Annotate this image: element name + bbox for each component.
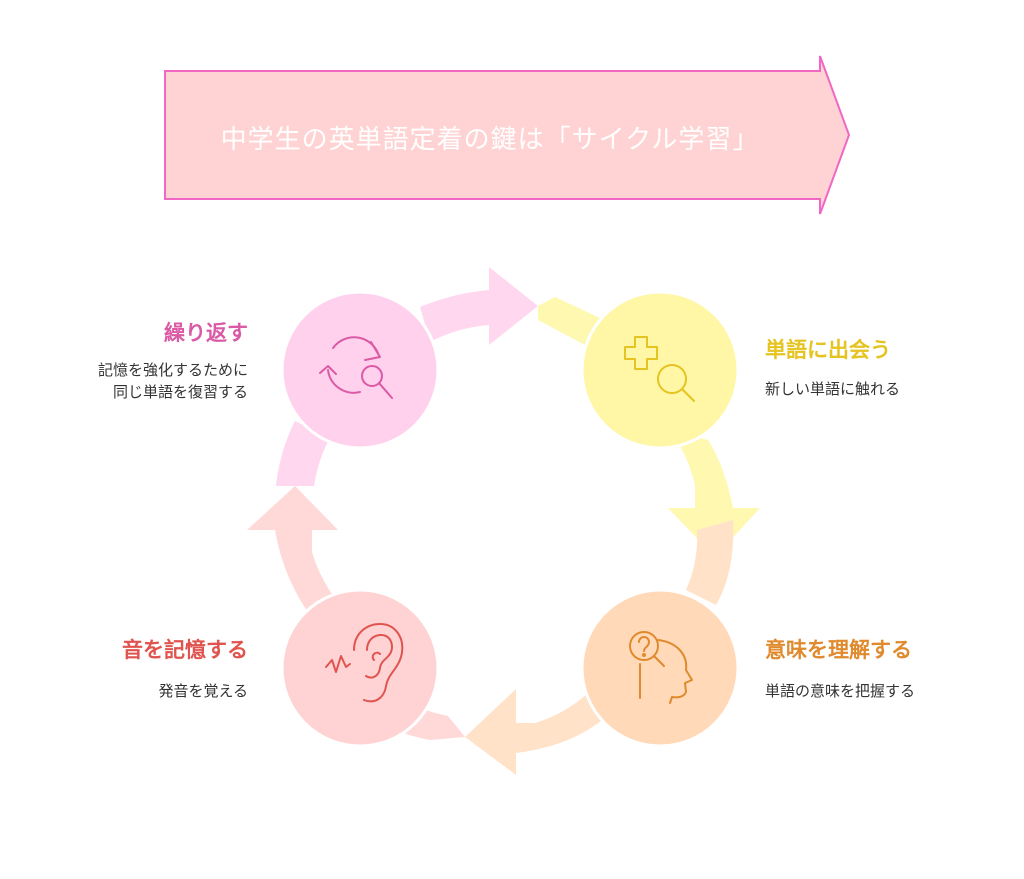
circle-memorize xyxy=(280,588,440,748)
step-title-encounter: 単語に出会う xyxy=(765,338,891,362)
step-desc-encounter: 新しい単語に触れる xyxy=(765,380,901,398)
step-title-repeat: 繰り返す xyxy=(164,321,248,345)
step-desc-repeat-line1: 記憶を強化するために xyxy=(97,361,248,379)
circle-understand xyxy=(580,588,740,748)
step-desc-memorize: 発音を覚える xyxy=(158,682,248,700)
circle-repeat xyxy=(280,290,440,450)
step-title-understand: 意味を理解する xyxy=(765,638,912,662)
title-banner-arrow xyxy=(164,55,851,215)
head-question-icon xyxy=(629,631,693,704)
step-desc-understand: 単語の意味を把握する xyxy=(765,682,916,700)
plus-magnifier-icon xyxy=(624,336,695,402)
refresh-magnifier-icon xyxy=(319,336,393,399)
arrow-bridge-orange xyxy=(686,520,734,605)
arrow-repeat-to-encounter xyxy=(420,267,538,345)
step-desc-repeat-line2: 同じ単語を復習する xyxy=(112,383,248,401)
arrow-encounter-to-understand xyxy=(668,431,760,557)
arrow-bridge-yellow xyxy=(538,297,600,345)
arrow-memorize-to-repeat xyxy=(247,486,341,615)
arrow-bridge-pink xyxy=(276,421,330,486)
arrow-understand-to-memorize xyxy=(465,689,602,775)
ear-icon xyxy=(325,623,404,703)
step-title-memorize: 音を記憶する xyxy=(122,638,248,662)
page-title: 中学生の英単語定着の鍵は「サイクル学習」 xyxy=(220,124,760,155)
